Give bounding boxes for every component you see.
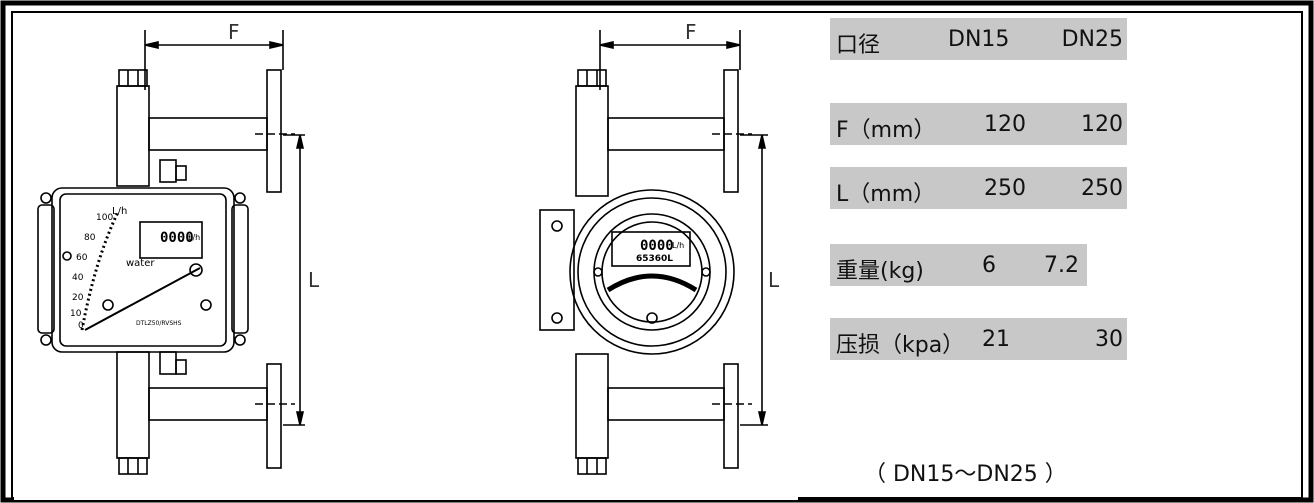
front-lcd-unit: L/h [188,233,201,242]
scale-label: 60 [76,253,88,263]
spec-value-dn25: 7.2 [1044,253,1079,278]
front-unit: L/h [112,206,128,217]
dim-l-label-left: L [308,268,320,292]
dim-f-label-right: F [685,20,697,44]
spec-value-dn25: DN25 [1061,27,1123,52]
side-lcd-value: 0000 [640,238,674,254]
spec-label: L（mm） [836,182,936,207]
spec-value-dn25: 120 [1081,112,1123,137]
side-lcd-unit: L/h [672,241,685,250]
scale-label: 100 [96,213,114,223]
spec-value-dn15: 120 [984,112,1026,137]
spec-row-bore: 口径 DN15 DN25 [830,18,1127,60]
spec-value-dn15: 21 [982,327,1010,352]
spec-value-dn15: 250 [984,176,1026,201]
front-fluid: water [126,258,155,269]
scale-label: 0 [78,321,84,331]
scale-label: 80 [84,233,96,243]
dim-l-label-right: L [768,268,780,292]
flowmeter-side-drawing [539,30,768,475]
scale-label: 10 [70,309,82,319]
size-range-note: （ DN15～DN25 ） [864,462,1067,487]
scale-label: 40 [72,273,84,283]
spec-row-l: L（mm） 250 250 [830,167,1127,209]
front-model: DTLZ50/RVSHS [136,320,182,327]
side-totalizer: 65360L [636,254,674,264]
spec-label: F（mm） [836,118,936,143]
flowmeter-front-drawing [37,30,305,475]
spec-label: 口径 [836,33,881,58]
spec-label: 重量(kg) [836,259,924,284]
front-lcd-value: 0000 [160,230,194,246]
dim-f-label-left: F [228,20,240,44]
spec-value-dn25: 30 [1095,327,1123,352]
scale-label: 20 [72,293,84,303]
spec-value-dn15: 6 [982,253,996,278]
spec-value-dn25: 250 [1081,176,1123,201]
spec-row-pressure-loss: 压损（kpa） 21 30 [830,318,1127,360]
front-scale-labels: 100 80 60 40 20 10 0 [64,208,113,332]
spec-label: 压损（kpa） [836,333,965,358]
spec-row-weight: 重量(kg) 6 7.2 [830,244,1087,286]
spec-value-dn15: DN15 [948,27,1010,52]
spec-row-f: F（mm） 120 120 [830,103,1127,145]
